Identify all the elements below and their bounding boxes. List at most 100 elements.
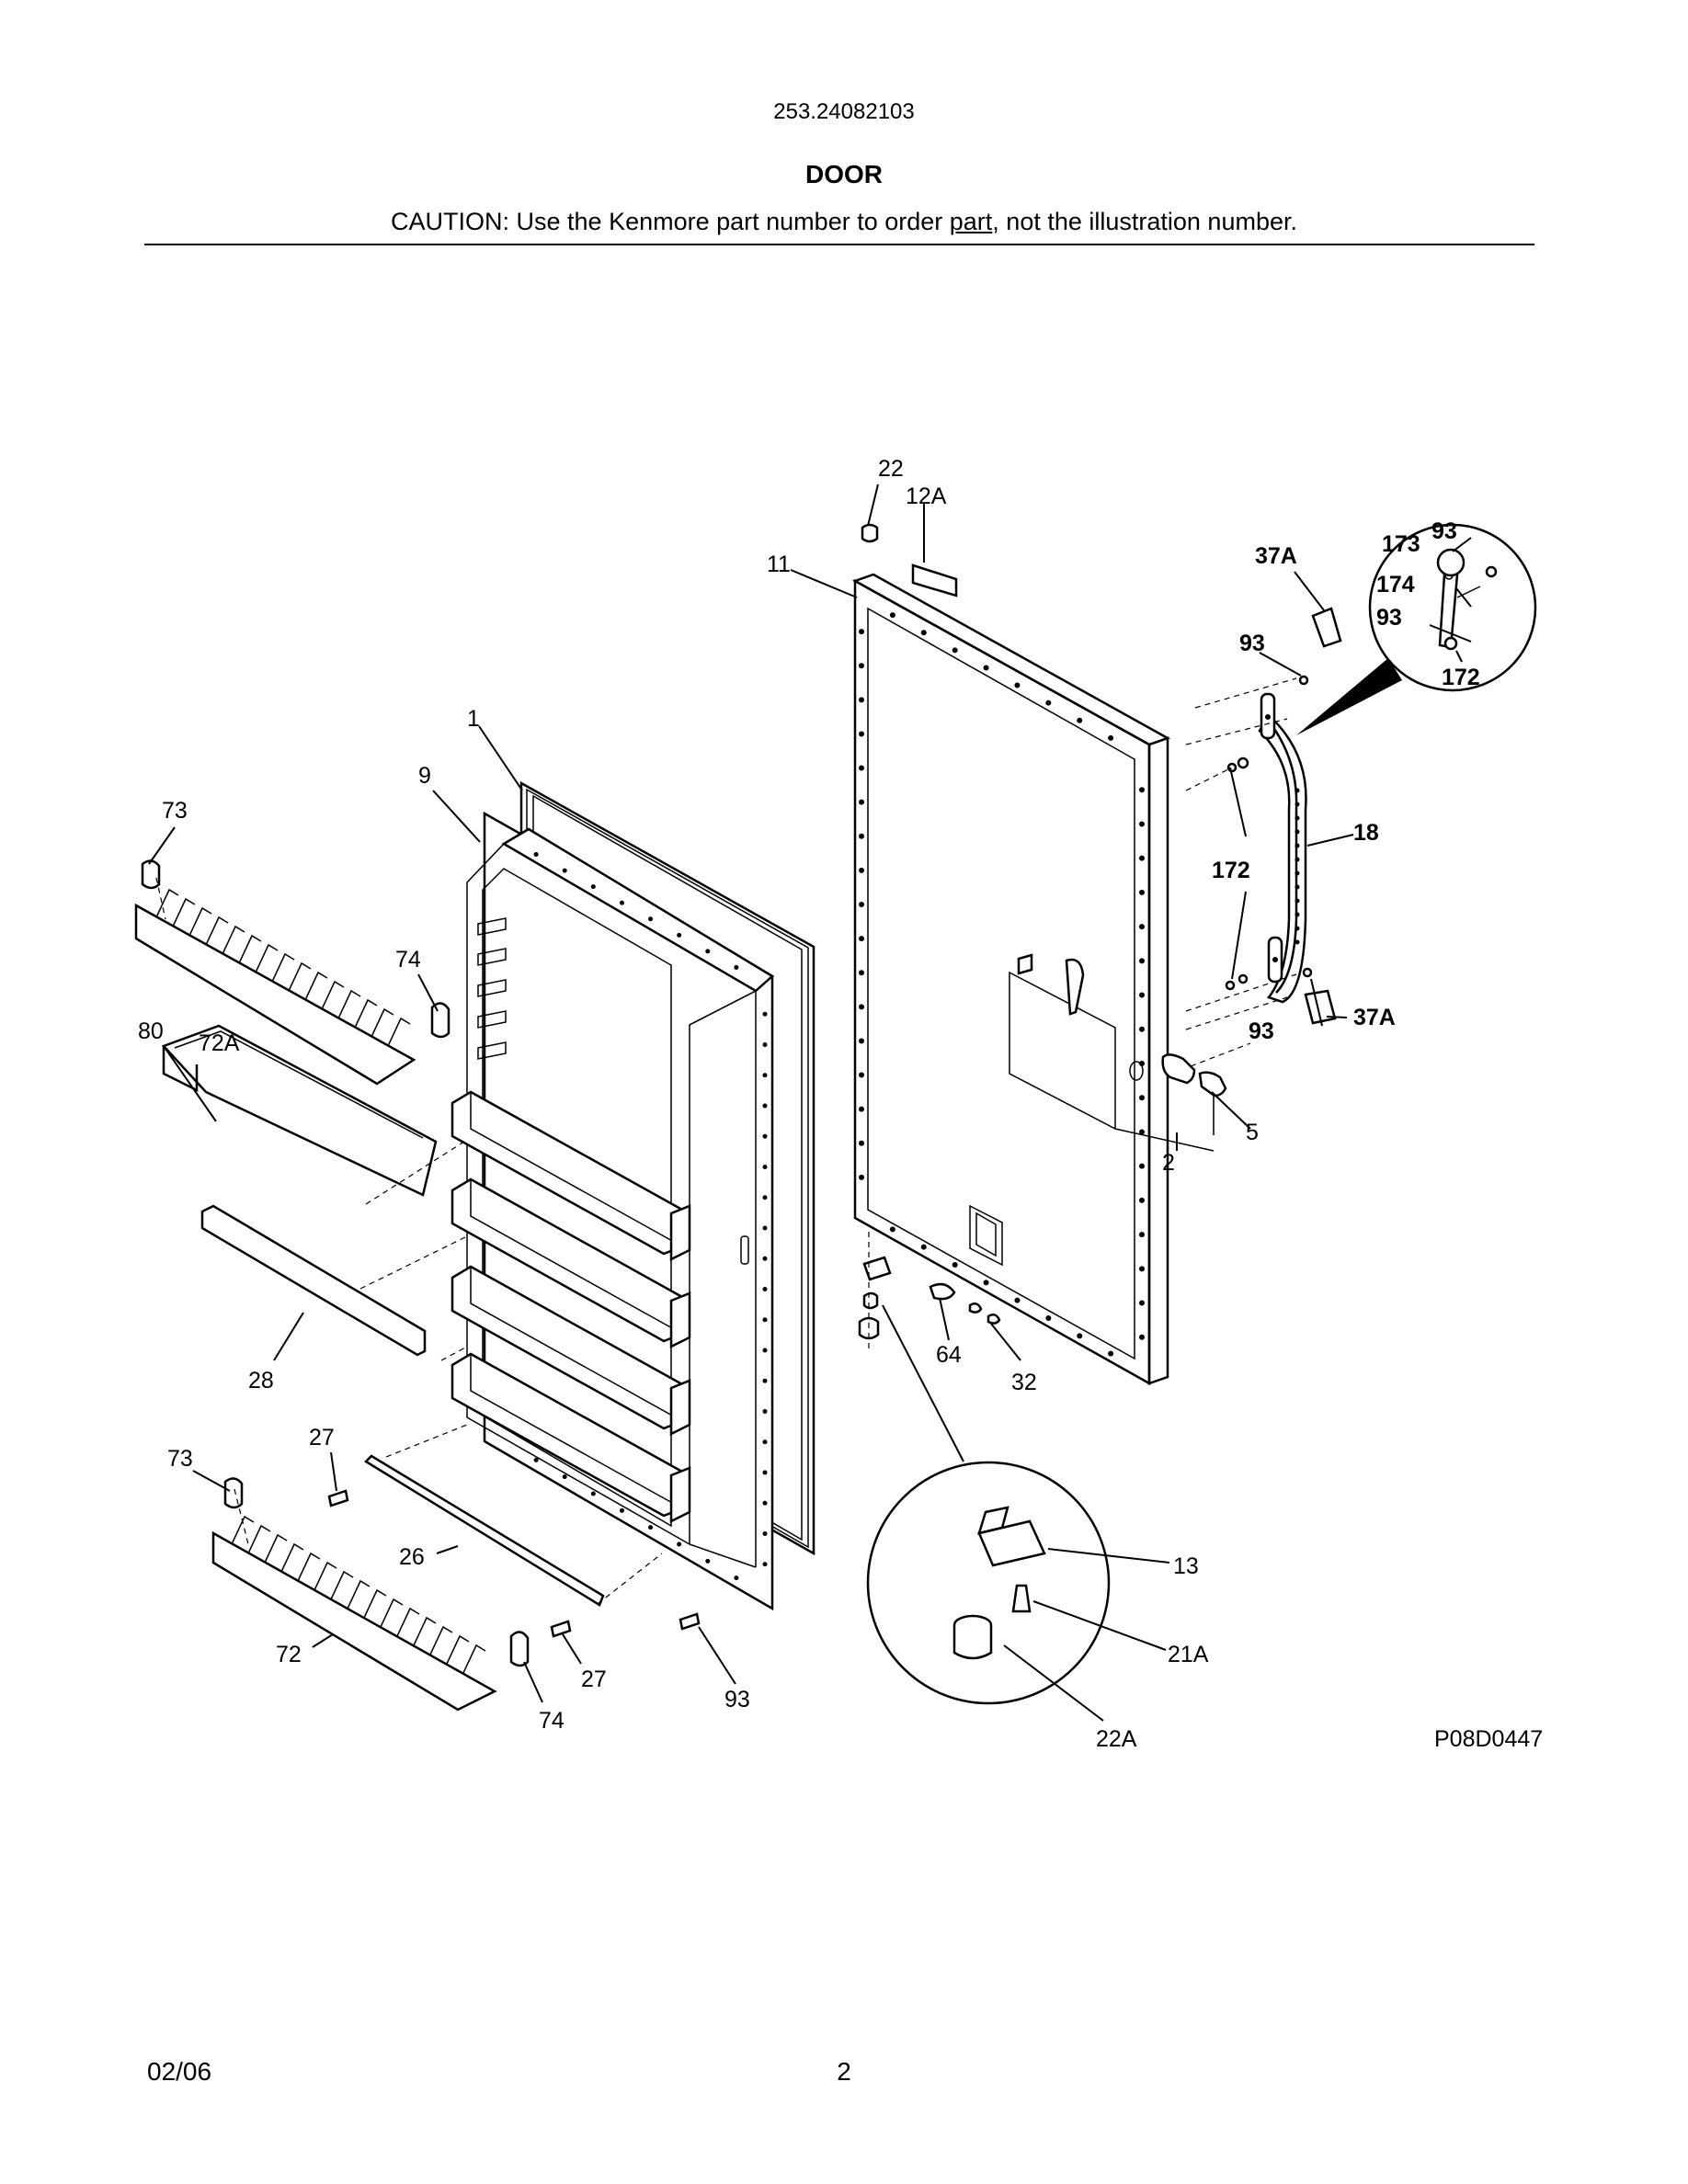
door-screw-hole [983, 665, 989, 671]
liner-screw-hole [762, 1011, 768, 1017]
handle-detail-inset [1296, 523, 1537, 735]
rack-rib [247, 1524, 271, 1554]
liner-screw-hole [648, 916, 654, 922]
door-screw-hole [952, 1262, 958, 1268]
label-74-top: 74 [395, 947, 421, 973]
rack-rib [238, 934, 262, 964]
rack-rib [347, 1579, 371, 1610]
label-173: 173 [1382, 531, 1420, 557]
door-screw-hole [859, 799, 864, 805]
label-28: 28 [248, 1368, 274, 1393]
liner-screw-hole [762, 1500, 768, 1506]
label-21a: 21A [1168, 1642, 1209, 1667]
door-screw-hole [1077, 717, 1083, 723]
liner-screw-hole [762, 1531, 768, 1536]
top-hinge-parts [861, 523, 958, 597]
door-screw-hole [952, 647, 958, 654]
door-screw-hole [1045, 700, 1052, 706]
label-12a: 12A [906, 483, 947, 509]
liner-screw-hole [762, 1287, 768, 1291]
rack-rib [255, 943, 279, 973]
rack-rib [205, 916, 229, 946]
label-93-b: 93 [1249, 1018, 1274, 1044]
rack-rib [222, 925, 245, 955]
label-18: 18 [1353, 820, 1379, 846]
label-2: 2 [1162, 1150, 1175, 1176]
label-1: 1 [467, 706, 480, 732]
door-screw-hole [859, 629, 864, 635]
handle-hole [1295, 898, 1300, 904]
liner-screw-hole [533, 852, 539, 858]
label-26: 26 [399, 1544, 425, 1570]
label-73-top: 73 [162, 798, 188, 824]
liner-screw-hole [705, 1558, 711, 1564]
handle-hole [1295, 939, 1300, 945]
liner-screw-hole [705, 949, 711, 954]
handle-hole [1295, 870, 1300, 876]
inner-door-liner [451, 811, 775, 1611]
door-screw-hole [920, 630, 927, 636]
rack-rib [387, 1017, 411, 1047]
label-9: 9 [418, 763, 431, 789]
handle-hole [1295, 912, 1300, 917]
label-37a-top: 37A [1255, 543, 1297, 569]
rack-rib [462, 1644, 486, 1674]
liner-screw-hole [648, 1525, 654, 1530]
door-screw-hole [1139, 924, 1145, 930]
caution-text-prefix: CAUTION: Use the Kenmore part number to … [391, 208, 950, 235]
rack-rib [337, 989, 361, 1019]
liner-screw-hole [677, 932, 682, 938]
rack-rib [264, 1533, 288, 1564]
rack-rib [231, 1515, 255, 1545]
handle-hole [1295, 802, 1300, 807]
liner-shelf-end [669, 1291, 691, 1349]
label-37a-bottom: 37A [1353, 1005, 1396, 1030]
bottom-hinge-parts [858, 1232, 1111, 1705]
liner-shelf-end [669, 1379, 691, 1437]
door-screw-hole [1139, 1163, 1145, 1169]
door-screw-hole [1139, 1095, 1145, 1101]
door-screw-hole [1139, 1334, 1145, 1340]
door-screw-hole [1139, 1300, 1145, 1306]
liner-screw-hole [762, 1470, 768, 1475]
label-72a: 72A [199, 1030, 240, 1056]
rack-rib [396, 1607, 420, 1637]
liner-screw-hole [677, 1541, 682, 1547]
caution-text-suffix: , not the illustration number. [992, 208, 1297, 235]
door-screw-hole [1077, 1333, 1083, 1339]
liner-screw-hole [762, 1439, 768, 1445]
rack-rib [380, 1598, 404, 1628]
door-screw-hole [1139, 992, 1145, 998]
bin-rail-26 [363, 1454, 605, 1607]
label-11: 11 [767, 552, 791, 577]
header-rule [144, 244, 1534, 245]
label-74-bottom: 74 [539, 1708, 565, 1734]
door-screw-hole [1014, 1297, 1021, 1303]
door-screw-hole [1139, 1026, 1145, 1032]
liner-screw-hole [533, 1457, 539, 1462]
rack-rib [155, 888, 179, 918]
label-73-bottom: 73 [167, 1446, 193, 1472]
door-screw-hole [1139, 1232, 1145, 1238]
door-screw-hole [859, 1038, 864, 1044]
door-screw-hole [859, 902, 864, 907]
door-screw-hole [859, 1072, 864, 1078]
handle-end-cap-bottom [1304, 989, 1337, 1025]
rack-rib [429, 1625, 453, 1655]
label-32: 32 [1011, 1370, 1037, 1395]
liner-screw-hole [762, 1133, 768, 1139]
handle-end-cap-top [1311, 607, 1342, 648]
liner-screw-hole [762, 1348, 768, 1353]
handle-hole [1295, 884, 1300, 890]
handle-hole [1295, 815, 1300, 821]
label-93-inset-top: 93 [1431, 518, 1457, 544]
liner-screw-hole [562, 868, 567, 873]
label-93-a: 93 [1239, 631, 1265, 656]
door-screw-hole [859, 867, 864, 873]
handle-hole [1295, 926, 1300, 931]
label-174: 174 [1376, 572, 1415, 597]
lock-assembly [1009, 953, 1227, 1152]
bin-rail-28 [200, 1204, 427, 1357]
footer-date: 02/06 [147, 2057, 212, 2086]
liner-screw-hole [734, 1575, 739, 1581]
